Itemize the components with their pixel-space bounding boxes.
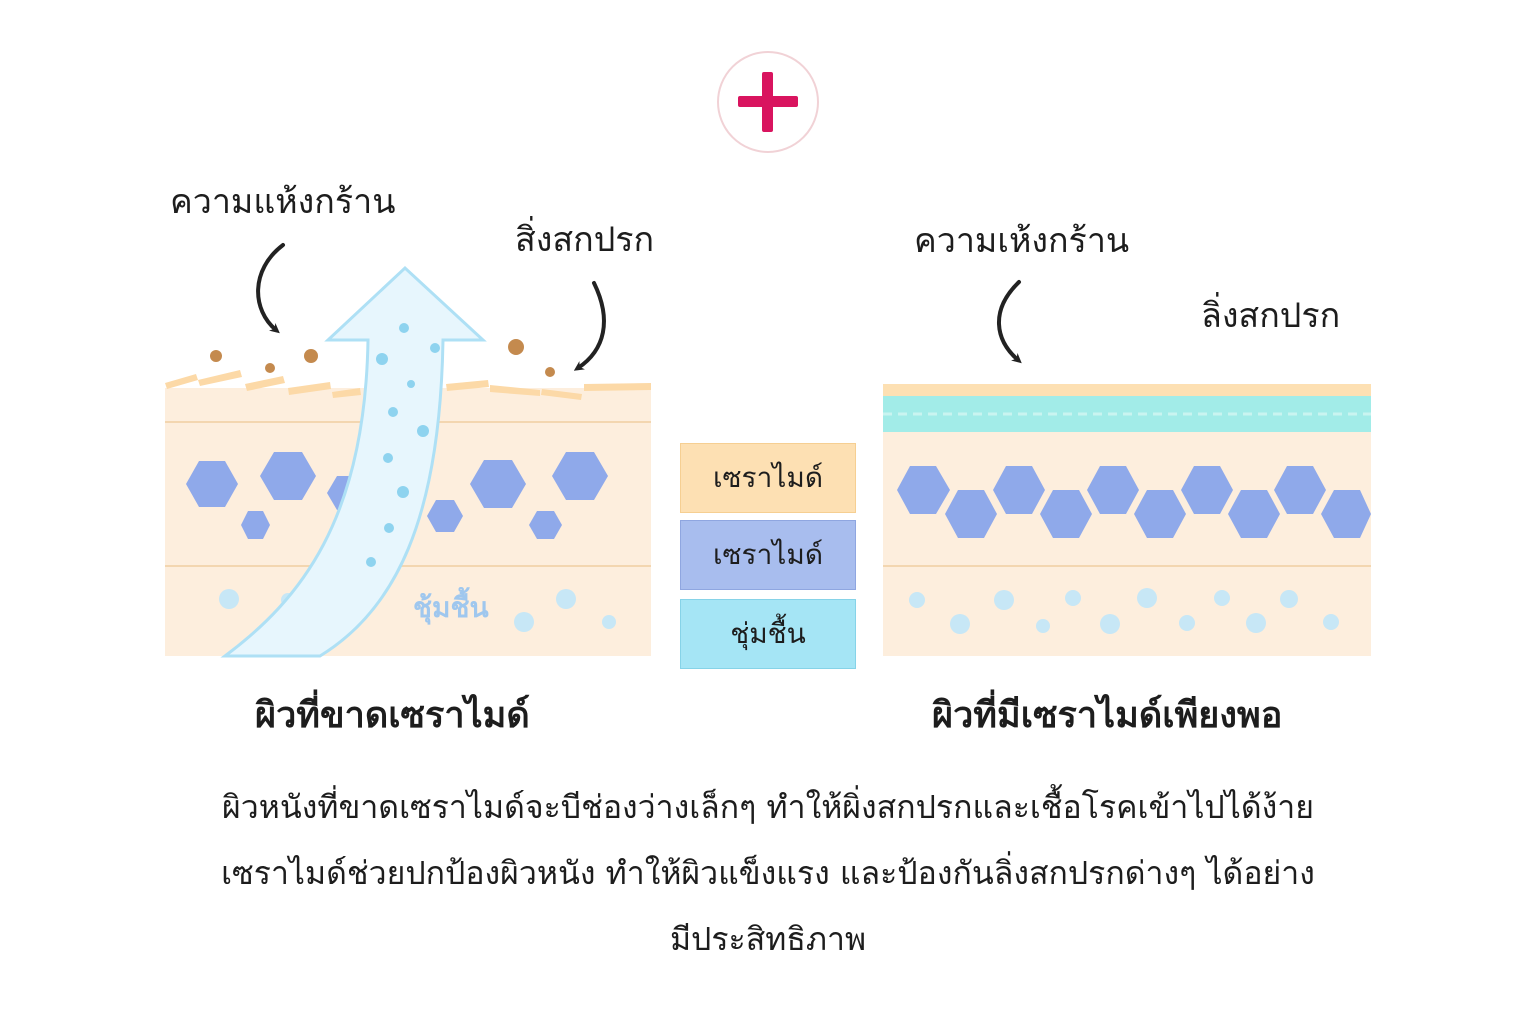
dirt-particles-left	[210, 339, 555, 377]
plus-icon	[717, 51, 819, 153]
left-panel-caption: ผิวที่ขาดเซราไมด์	[255, 695, 530, 736]
legend-moisture: ชุ่มชื้น	[680, 599, 856, 669]
dryness-label-right: ความเห้งกร้าน	[914, 221, 1130, 261]
moisture-escape-arrow-icon	[220, 265, 487, 658]
ceramide-barrier-layer	[883, 384, 1371, 396]
dryness-pointer-arrow-icon	[256, 243, 285, 334]
moisture-bubbles-right	[909, 588, 1339, 634]
dryness-label-left: ความแห้งกร้าน	[170, 182, 396, 222]
dryness-pointer-arrow-icon	[997, 280, 1022, 364]
dirt-pointer-arrow-icon	[573, 281, 606, 371]
legend-ceramide-orange: เซราไมด์	[680, 443, 856, 513]
description-line-1: ผิวหนังที่ขาดเซราไมด์จะบีช่องว่างเล็กๆ ท…	[222, 788, 1314, 826]
moisture-label-left: ชุ้มชื้น	[413, 591, 489, 624]
dirt-label-left: สิ่งสกปรก	[515, 220, 655, 260]
skin-left-panel	[165, 243, 651, 658]
ceramide-hexagons-right	[897, 466, 1371, 538]
skin-right-panel	[883, 280, 1371, 656]
cracked-surface	[165, 370, 651, 400]
right-panel-caption: ผิวที่มีเซราไมด์เพียงพอ	[932, 695, 1283, 736]
description-line-2: เซราไมด์ช่วยปกป้องผิวหนัง ทำให้ผิวแข็งแร…	[221, 854, 1315, 892]
legend-ceramide-blue: เซราไมด์	[680, 520, 856, 590]
dirt-label-right: ลิ่งสกปรก	[1201, 296, 1341, 336]
ceramide-hexagons-left	[186, 452, 608, 539]
description-line-3: มีประสิทธิภาพ	[669, 920, 867, 958]
